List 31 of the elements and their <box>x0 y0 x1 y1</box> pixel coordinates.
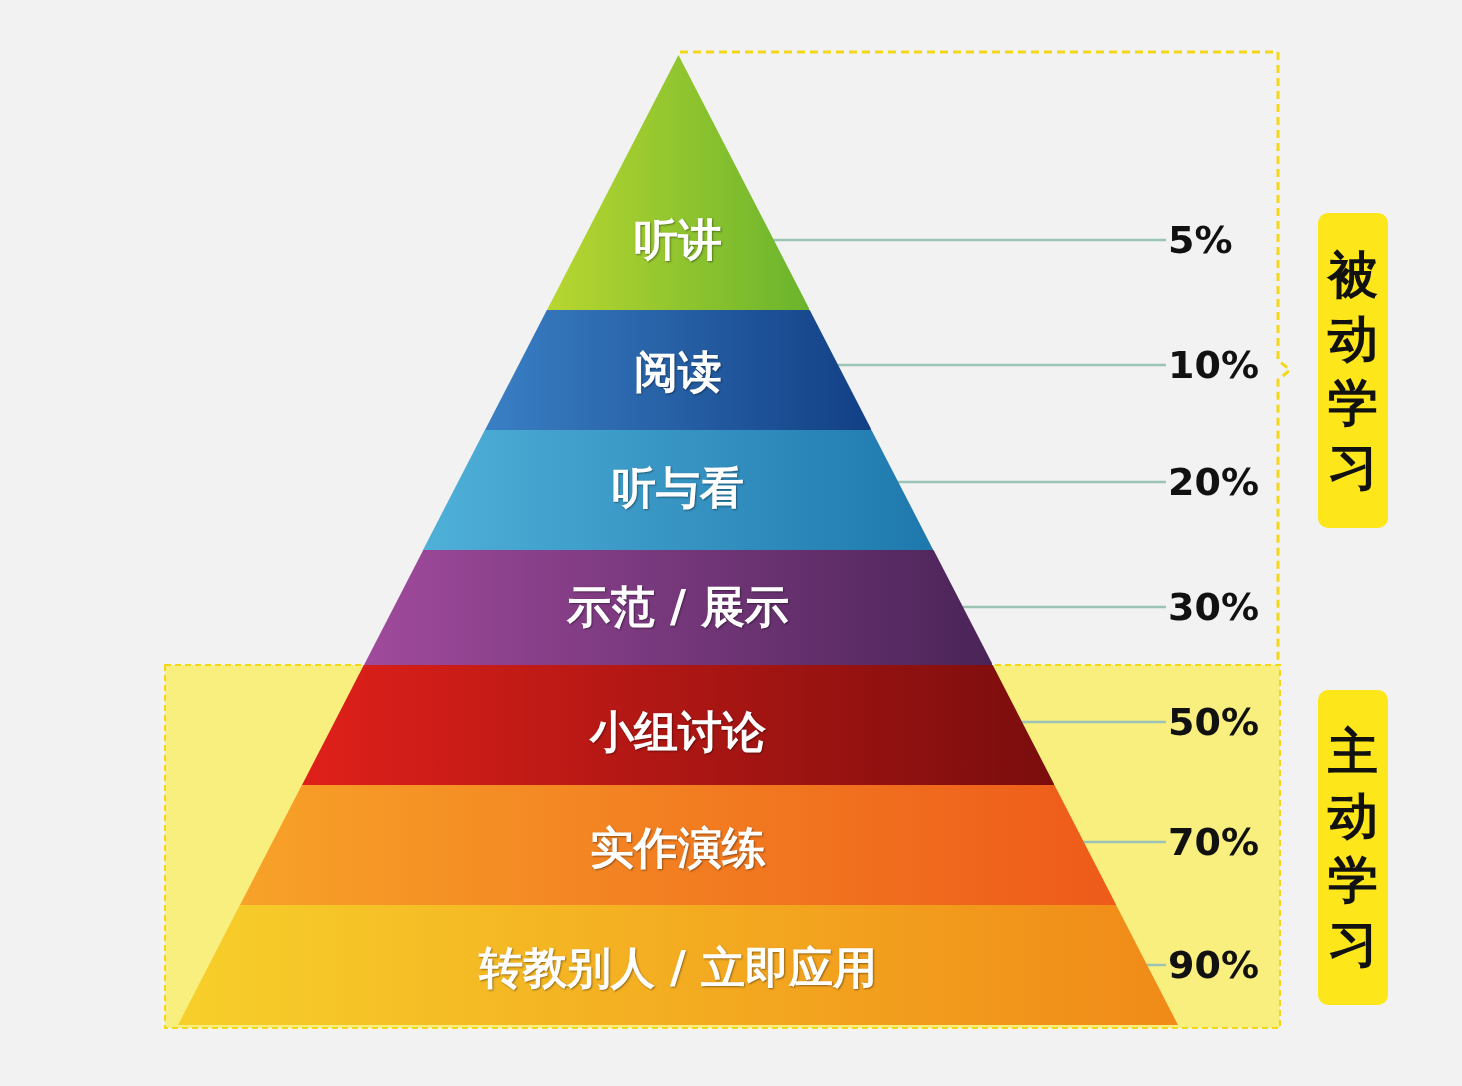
pyramid-layer <box>301 665 1055 785</box>
layer-label: 小组讨论 <box>588 707 767 757</box>
layer-label: 阅读 <box>633 347 723 397</box>
tag-background <box>1318 213 1388 528</box>
pyramid-layer <box>546 55 810 310</box>
leader-line <box>1021 720 1166 724</box>
layer-label: 转教别人 / 立即应用 <box>477 943 879 993</box>
leader-line <box>898 480 1166 484</box>
category-label: 被动学习 <box>1327 244 1379 498</box>
leader-line <box>1083 840 1166 844</box>
percentage-label: 30% <box>1168 585 1259 629</box>
percentage-label: 20% <box>1168 460 1259 504</box>
percentage-label: 5% <box>1168 218 1233 262</box>
layer-label: 听讲 <box>633 215 723 265</box>
category-label: 主动学习 <box>1327 721 1379 975</box>
percentage-label: 90% <box>1168 943 1259 987</box>
leader-line <box>1147 963 1166 967</box>
leader-line <box>773 238 1166 242</box>
pyramid-layer <box>422 430 934 550</box>
layer-label: 听与看 <box>611 463 745 513</box>
tag-background <box>1318 690 1388 1005</box>
layer-label: 实作演练 <box>589 823 767 873</box>
pyramid-layer <box>484 310 872 430</box>
pyramid-layer <box>239 785 1117 905</box>
percentage-label: 10% <box>1168 343 1259 387</box>
percentage-label: 50% <box>1168 700 1259 744</box>
leader-line <box>962 605 1166 609</box>
percentage-label: 70% <box>1168 820 1259 864</box>
layer-label: 示范 / 展示 <box>565 582 791 632</box>
leader-line <box>837 363 1166 367</box>
pyramid-layer <box>363 550 993 665</box>
